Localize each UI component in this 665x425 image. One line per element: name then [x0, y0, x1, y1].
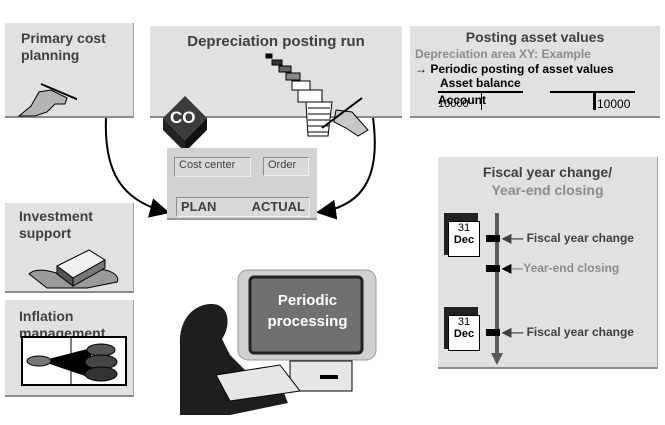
calendar-month: Dec	[453, 234, 475, 246]
depreciation-posting-run-title: Depreciation posting run	[187, 33, 365, 50]
fiscal-year-title: Fiscal year change/	[482, 164, 613, 180]
periodic-posting-line: → Periodic posting of asset values	[415, 62, 614, 76]
cost-center-field: Cost center	[174, 157, 251, 177]
marker-1	[486, 235, 500, 242]
event-fiscal-year-change-1: ◀— Fiscal year change	[502, 231, 634, 245]
calendar-icon-2: 31 Dec	[444, 307, 480, 351]
document-stack-icon	[265, 53, 369, 137]
t-account-left-line	[438, 91, 523, 93]
t-account-left-divider	[481, 92, 482, 110]
plan-actual-field: PLAN ACTUAL	[176, 197, 310, 217]
inflation-management-box: Inflation management	[5, 300, 134, 397]
investment-support-title: Investment support	[19, 208, 93, 242]
hand-writing-icon	[17, 83, 77, 117]
timeline-arrow-icon	[491, 353, 503, 365]
posting-asset-values-title: Posting asset values	[465, 29, 605, 45]
depreciation-area-subtitle: Depreciation area XY: Example	[415, 47, 591, 61]
event-label: Fiscal year change	[526, 325, 634, 339]
actual-label: ACTUAL	[251, 199, 305, 214]
marker-3	[486, 329, 500, 336]
right-value: 10000	[597, 97, 631, 111]
title-line-2: planning	[21, 47, 80, 63]
calendar-icon-1: 31 Dec	[444, 213, 480, 257]
coins-book-icon	[21, 336, 127, 386]
fiscal-year-box: Fiscal year change/ Year-end closing ◀— …	[438, 157, 658, 369]
title-line-1: Investment	[19, 208, 93, 224]
cost-object-panel: Cost center Order PLAN ACTUAL	[167, 148, 317, 220]
event-label: Fiscal year change	[526, 231, 634, 245]
co-badge-label: CO	[170, 108, 196, 127]
plan-label: PLAN	[181, 199, 217, 214]
primary-cost-planning-title: Primary cost planning	[21, 30, 106, 64]
investment-support-box: Investment support	[5, 203, 134, 293]
order-field: Order	[263, 157, 309, 176]
t-account-right-divider	[593, 92, 596, 110]
arrow-primary-to-costobject	[104, 117, 170, 218]
posting-asset-values-box: Posting asset values Depreciation area X…	[410, 26, 660, 118]
marker-2	[486, 265, 500, 272]
account-label: Account	[438, 93, 486, 107]
title-line-1: Inflation	[19, 308, 74, 324]
depreciation-posting-run-box: Depreciation posting run	[150, 26, 402, 118]
calendar-day: 31	[457, 316, 471, 328]
event-fiscal-year-change-2: ◀— Fiscal year change	[502, 325, 634, 339]
primary-cost-planning-box: Primary cost planning	[5, 23, 134, 118]
year-end-closing-title: Year-end closing	[491, 182, 604, 198]
person-at-computer-icon	[179, 269, 377, 415]
co-cube-icon	[163, 96, 207, 152]
title-line-1: Primary cost	[21, 30, 106, 46]
left-value: 10000	[438, 98, 469, 110]
money-in-hand-icon	[28, 249, 119, 289]
asset-balance-label: Asset balance	[440, 76, 521, 90]
center-line-2: processing	[267, 313, 348, 330]
calendar-day: 31	[457, 222, 471, 234]
arrow-depreciation-to-costobject	[316, 117, 376, 220]
periodic-processing-label: Periodic processing	[250, 290, 365, 332]
t-account-right-line	[550, 91, 635, 93]
center-line-1: Periodic	[277, 292, 338, 309]
title-line-2: support	[19, 225, 72, 241]
event-label: Year-end closing	[523, 261, 620, 275]
calendar-month: Dec	[453, 328, 475, 340]
event-year-end-closing: ◀—Year-end closing	[502, 261, 620, 275]
timeline-bar	[495, 213, 499, 357]
